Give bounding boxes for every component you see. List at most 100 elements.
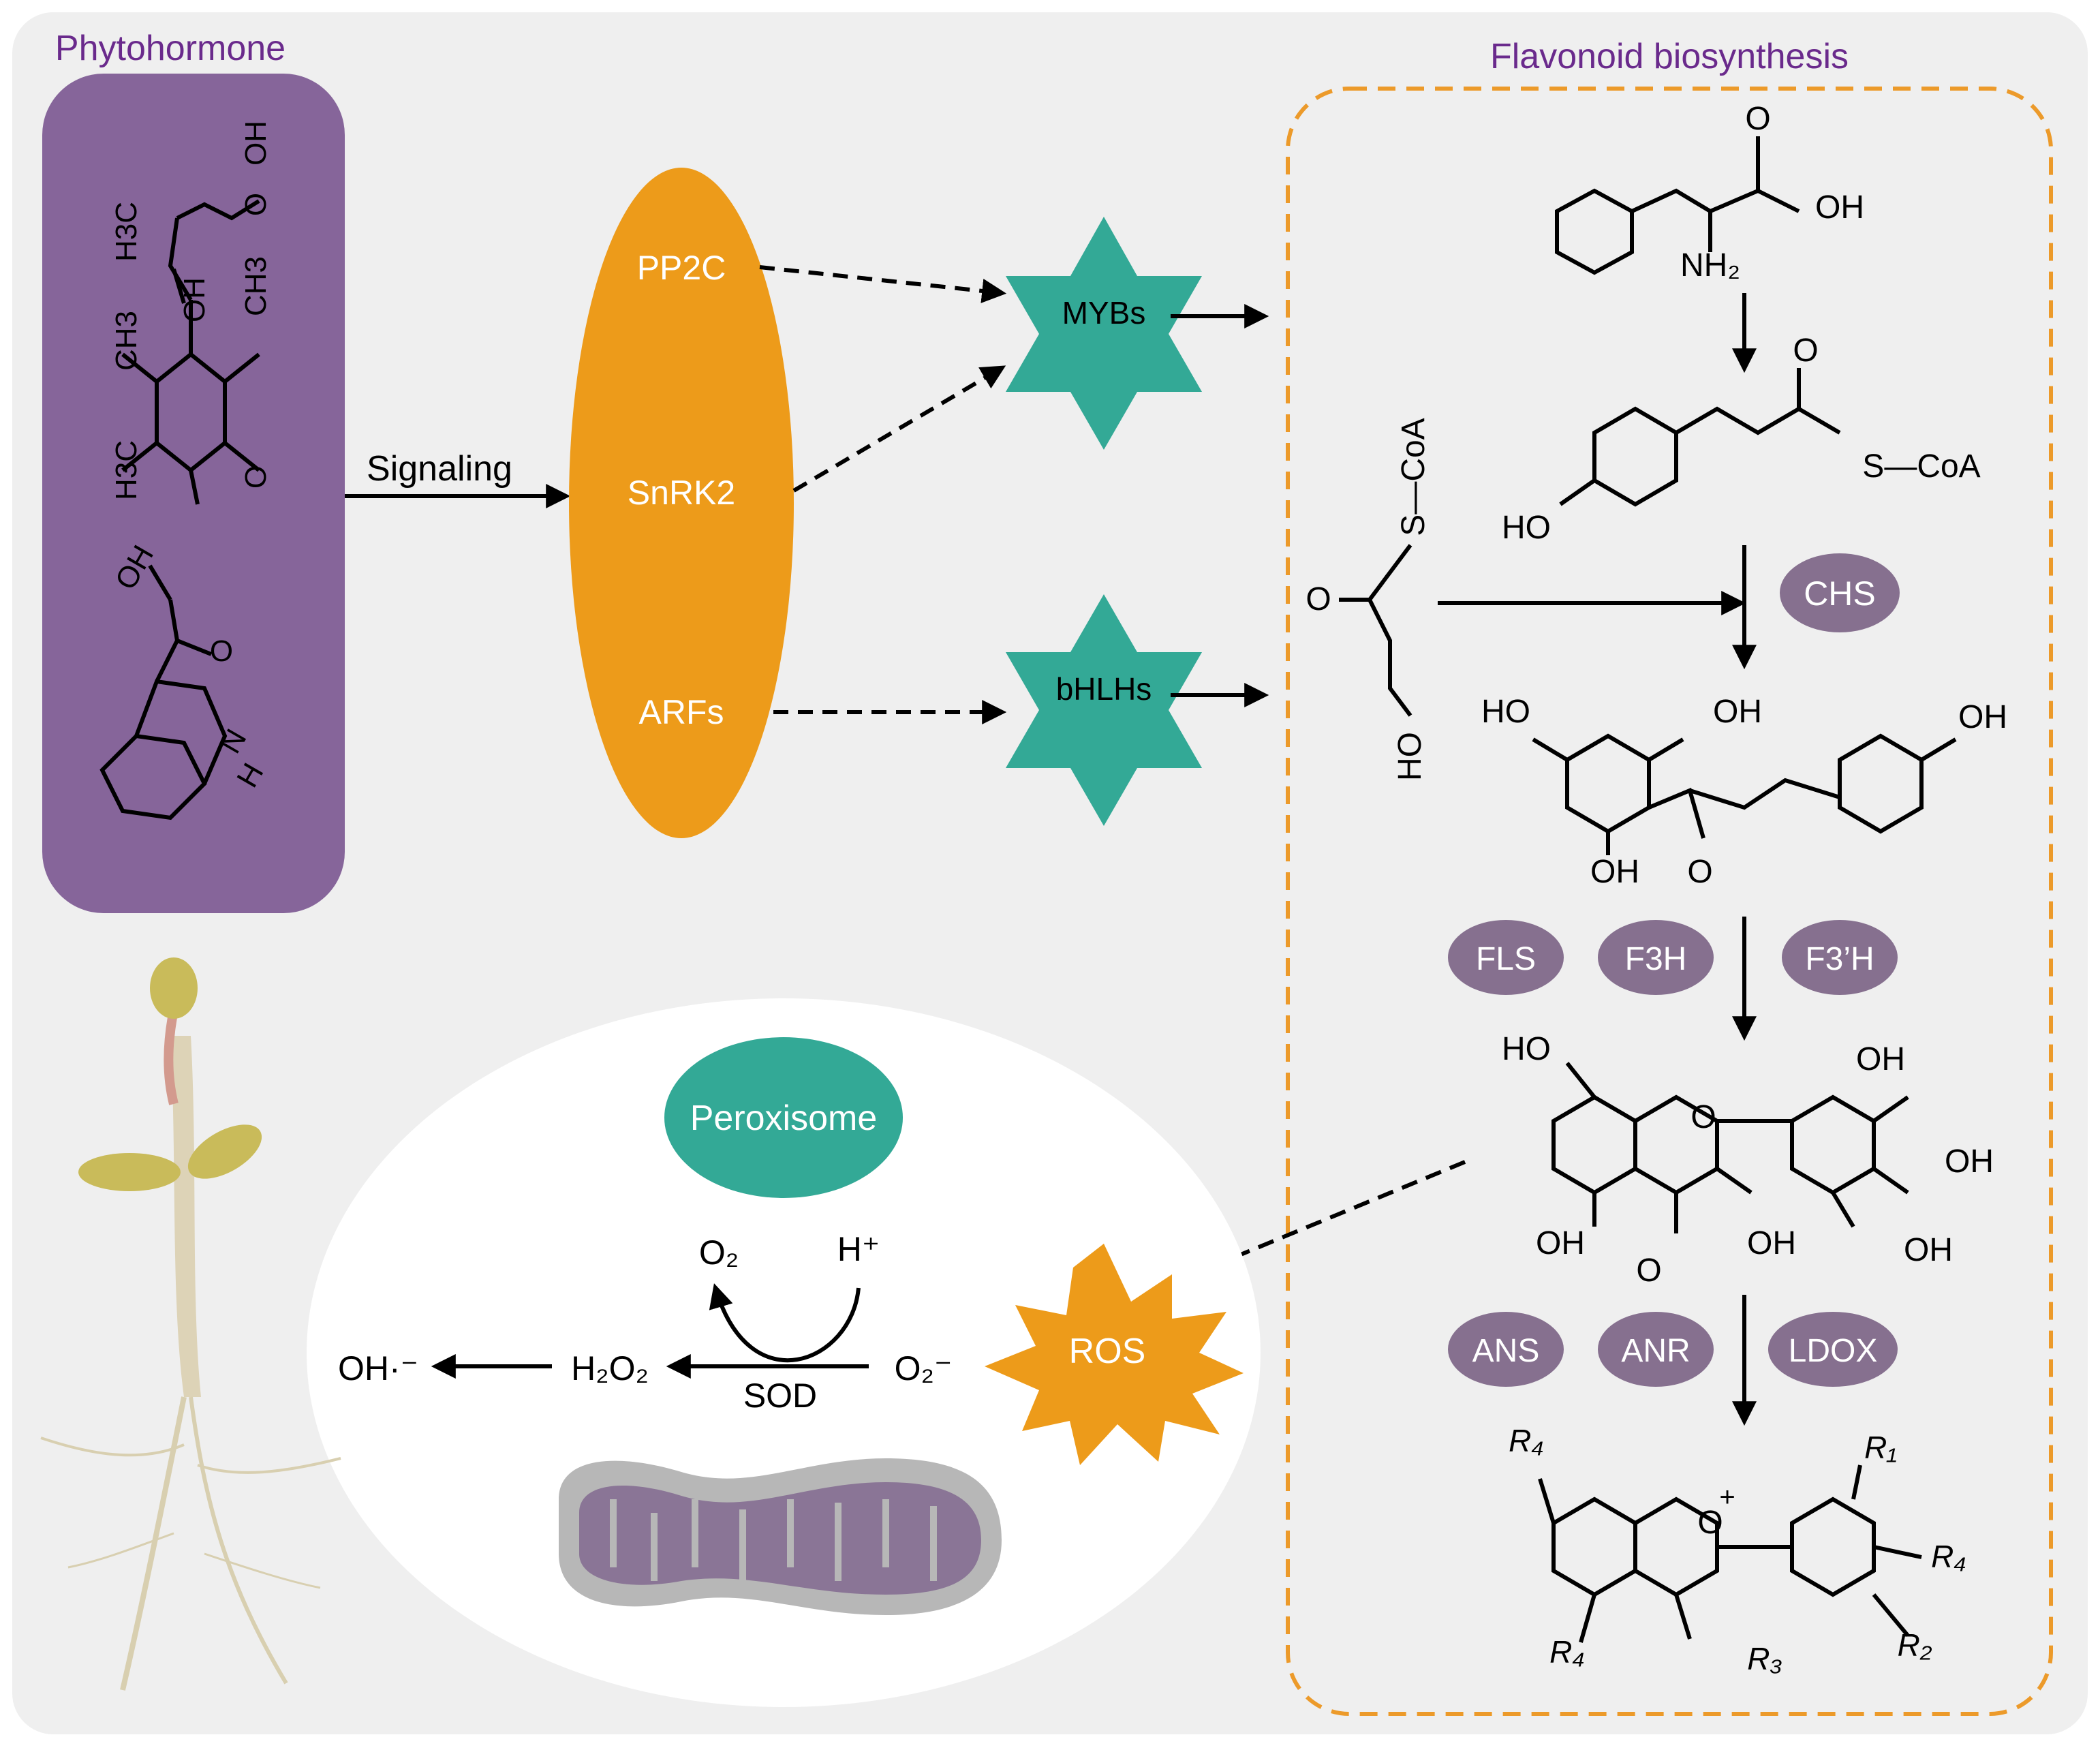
chalcone-label: HO — [1481, 694, 1530, 730]
iaa-label: O — [210, 634, 233, 668]
pp2c-label: PP2C — [637, 249, 726, 287]
flavanonol-label: O — [1636, 1253, 1661, 1289]
chs-enzyme — [1780, 553, 1900, 632]
flavanonol-label: HO — [1502, 1031, 1551, 1067]
chalcone-labels: HO OH OH OH O — [1481, 694, 2007, 890]
hplus-label: H⁺ — [837, 1230, 880, 1268]
snrk2-to-myb-arrow — [792, 365, 1006, 493]
inhibition-line — [1208, 1160, 1466, 1270]
plant-illustration — [40, 957, 341, 1691]
aba-structure — [121, 199, 260, 505]
malonyl-labels: O S—CoA HO — [1306, 418, 1432, 781]
chalcone-label: OH — [1713, 694, 1762, 730]
aba-label: OH — [239, 121, 273, 166]
enzyme-label: ANS — [1472, 1333, 1540, 1369]
coumaroyl-label: S—CoA — [1862, 448, 1980, 485]
snrk2-label: SnRK2 — [628, 474, 735, 512]
signaling-label: Signaling — [367, 449, 512, 489]
aba-label: O — [239, 193, 273, 216]
enzyme-pill — [1448, 920, 1564, 995]
iaa-structure — [99, 564, 228, 820]
chalcone-structure — [1532, 733, 1957, 855]
peroxisome-label: Peroxisome — [690, 1099, 878, 1138]
peroxisome — [664, 1037, 903, 1198]
bhlh-label: bHLHs — [1056, 671, 1152, 707]
ros-panel — [307, 998, 1261, 1707]
flavanonol-labels: HO OH OH OH O OH OH O — [1502, 1031, 1994, 1289]
anthocyanidin-oxygen: O — [1697, 1505, 1723, 1541]
malonyl-label: S—CoA — [1395, 418, 1432, 536]
anthocyanidin-label: R₄ — [1509, 1423, 1544, 1458]
anthocyanidin-label: R₂ — [1898, 1627, 1932, 1663]
ros-label: ROS — [1069, 1332, 1146, 1371]
mitochondrion — [559, 1458, 1002, 1615]
chalcone-label: O — [1687, 854, 1712, 890]
myb-label: MYBs — [1062, 295, 1146, 331]
phe-label: NH₂ — [1680, 247, 1740, 283]
enzyme-label: FLS — [1476, 941, 1536, 977]
aba-label: CH3 — [110, 311, 143, 371]
flavonoid-title: Flavonoid biosynthesis — [1490, 37, 1849, 76]
pp2c-to-myb-arrow — [759, 265, 1007, 303]
flavanonol-label: OH — [1945, 1143, 1994, 1180]
anthocyanidin-label: R₃ — [1747, 1641, 1782, 1676]
flavanonol-label: OH — [1856, 1041, 1905, 1077]
flavonoid-box — [1286, 87, 2053, 1716]
enzyme-label: F3’H — [1805, 941, 1874, 977]
myb-star — [1006, 217, 1202, 450]
enzyme-pill — [1598, 1312, 1714, 1387]
malonyl-structure — [1339, 544, 1412, 717]
phe-label: OH — [1815, 189, 1864, 226]
o2-arc-arrow — [709, 1283, 861, 1363]
flavanonol-label: O — [1690, 1099, 1716, 1135]
coumaroyl-label: HO — [1502, 510, 1551, 546]
aba-labels: H3C CH3 OH CH3 O H3C OH O — [110, 121, 273, 500]
anthocyanidin-charge: + — [1719, 1482, 1735, 1512]
enzyme-label: ANR — [1621, 1333, 1690, 1369]
sod-label: SOD — [743, 1377, 817, 1415]
malonyl-label: O — [1306, 581, 1331, 617]
enzyme-label: LDOX — [1789, 1333, 1878, 1369]
aba-label: H3C — [110, 202, 143, 262]
o2-label: O₂ — [699, 1233, 739, 1272]
ros-burst — [985, 1244, 1244, 1465]
malonyl-label: HO — [1392, 732, 1428, 781]
flavanonol-label: OH — [1536, 1225, 1585, 1261]
step2-enzymes: FLS F3H F3’H — [1448, 920, 1898, 995]
step3-enzymes: ANS ANR LDOX — [1448, 1312, 1898, 1387]
superoxide-label: O₂⁻ — [895, 1349, 953, 1387]
phenylalanine-labels: O OH NH₂ — [1680, 101, 1864, 283]
anthocyanidin-label: R₁ — [1864, 1430, 1897, 1465]
signaling-hub — [569, 168, 794, 838]
flavanonol-label: OH — [1747, 1225, 1796, 1261]
anthocyanidin-labels: R₄ R₁ R₄ R₄ R₃ R₂ — [1509, 1423, 1966, 1676]
h2o2-label: H₂O₂ — [571, 1349, 649, 1387]
phenylalanine-structure — [1555, 136, 1800, 275]
coumaroyl-label: O — [1793, 333, 1818, 369]
anthocyanidin-label: R₄ — [1931, 1539, 1966, 1574]
enzyme-pill — [1768, 1312, 1898, 1387]
flavanonol-label: OH — [1904, 1232, 1953, 1268]
bhlh-star — [1006, 594, 1202, 826]
arfs-label: ARFs — [639, 693, 724, 731]
chalcone-label: OH — [1958, 699, 2007, 735]
coumaroyl-labels: HO O S—CoA — [1502, 333, 1981, 546]
phe-label: O — [1745, 101, 1770, 137]
chs-label: CHS — [1804, 574, 1876, 613]
coumaroyl-structure — [1559, 368, 1841, 507]
anthocyanidin-structure — [1538, 1464, 1922, 1643]
enzyme-pill — [1782, 920, 1898, 995]
enzyme-label: F3H — [1625, 941, 1687, 977]
aba-label: O — [239, 465, 273, 489]
aba-label: H3C — [110, 440, 143, 500]
aba-label: CH3 — [239, 256, 273, 316]
hydroxyl-label: OH·⁻ — [338, 1349, 418, 1387]
aba-label: OH — [178, 277, 211, 322]
phytohormone-title: Phytohormone — [55, 29, 285, 68]
enzyme-pill — [1448, 1312, 1564, 1387]
enzyme-pill — [1598, 920, 1714, 995]
anthocyanidin-label: R₄ — [1549, 1634, 1585, 1670]
chalcone-label: OH — [1590, 854, 1639, 890]
